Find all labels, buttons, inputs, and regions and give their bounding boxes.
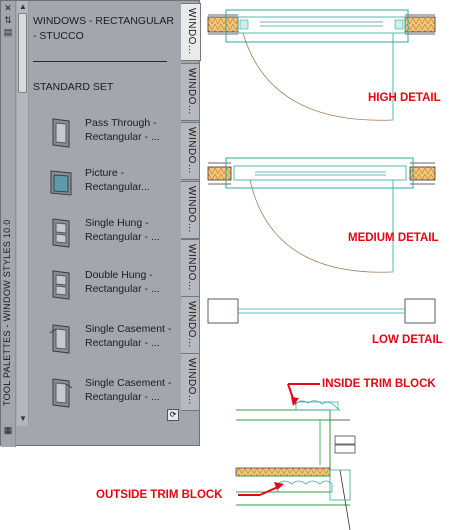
palette-title: WINDOWS - RECTANGULAR - STUCCO	[33, 15, 174, 42]
refresh-icon[interactable]: ⟳	[167, 409, 179, 421]
tool-single-casement[interactable]: Single Casement - Rectangular - ...	[43, 373, 178, 417]
tab-windows[interactable]: WINDO...	[181, 63, 200, 121]
high-detail-plan	[207, 9, 436, 121]
scroll-thumb[interactable]	[18, 13, 27, 93]
tab-windows[interactable]: WINDO...	[181, 181, 200, 239]
trim-block-section	[235, 400, 356, 530]
outside-trim-block-label: OUTSIDE TRIM BLOCK	[96, 489, 223, 501]
tool-label: Single Casement - Rectangular - ...	[85, 377, 172, 403]
tool-label: Single Casement - Rectangular - ...	[85, 323, 172, 349]
palette-content: WINDOWS - RECTANGULAR - STUCCO STANDARD …	[29, 1, 181, 426]
scroll-up-icon[interactable]: ▲	[19, 2, 27, 11]
palette-scrollbar[interactable]: ▲ ▼	[17, 1, 29, 426]
medium-detail-plan	[207, 157, 436, 273]
single-hung-window-icon	[52, 218, 70, 248]
tab-label: WINDO...	[186, 8, 197, 55]
palette-bottom-bar: ⟳	[17, 409, 201, 447]
picture-window-icon	[50, 170, 72, 196]
low-detail-label: LOW DETAIL	[372, 334, 443, 346]
tool-pass-through[interactable]: Pass Through - Rectangular - ...	[43, 113, 178, 157]
tool-single-casement[interactable]: Single Casement - Rectangular - ...	[43, 319, 178, 363]
single-casement-window-icon	[52, 378, 73, 408]
tool-palette: ✕ ⇅ ▤ TOOL PALETTES - WINDOW STYLES 10.0…	[0, 0, 201, 447]
properties-icon[interactable]: ▤	[3, 26, 13, 37]
tool-double-hung[interactable]: Double Hung - Rectangular - ...	[43, 265, 178, 309]
tab-label: WINDO...	[186, 68, 197, 115]
tab-windows[interactable]: WINDO...	[181, 239, 200, 297]
tab-windows-rectangular-stucco[interactable]: WINDO...	[181, 3, 201, 61]
high-detail-label: HIGH DETAIL	[368, 92, 441, 104]
callout-leaders	[238, 383, 320, 496]
single-casement-window-icon	[49, 324, 70, 354]
tab-label: WINDO...	[186, 244, 197, 291]
scroll-down-icon[interactable]: ▼	[19, 414, 27, 423]
tool-single-hung[interactable]: Single Hung - Rectangular - ...	[43, 213, 178, 257]
palette-vertical-title: TOOL PALETTES - WINDOW STYLES 10.0	[2, 219, 12, 406]
tool-picture[interactable]: Picture - Rectangular...	[43, 163, 178, 207]
divider	[33, 61, 167, 62]
tab-label: WINDO...	[186, 127, 197, 174]
section-header: STANDARD SET	[33, 81, 114, 93]
menu-icon[interactable]: ▦	[3, 424, 13, 435]
tool-label: Pass Through - Rectangular - ...	[85, 117, 160, 143]
tab-windows[interactable]: WINDO...	[181, 353, 200, 411]
low-detail-plan	[207, 298, 436, 324]
detail-drawings	[207, 9, 436, 530]
palette-title-strip[interactable]: ✕ ⇅ ▤ TOOL PALETTES - WINDOW STYLES 10.0…	[1, 1, 16, 447]
tab-label: WINDO...	[186, 358, 197, 405]
medium-detail-label: MEDIUM DETAIL	[348, 232, 439, 244]
tab-label: WINDO...	[186, 186, 197, 233]
tool-label: Single Hung - Rectangular - ...	[85, 217, 160, 243]
tab-label: WINDO...	[186, 301, 197, 348]
palette-tabs: WINDO... WINDO... WINDO... WINDO... WIND…	[181, 1, 201, 426]
autohide-icon[interactable]: ⇅	[4, 14, 12, 25]
tab-windows[interactable]: WINDO...	[181, 296, 200, 354]
inside-trim-block-label: INSIDE TRIM BLOCK	[322, 378, 436, 390]
close-icon[interactable]: ✕	[4, 2, 12, 13]
double-hung-window-icon	[52, 270, 70, 300]
tool-label: Picture - Rectangular...	[85, 167, 150, 193]
pass-through-window-icon	[52, 118, 70, 148]
tab-windows[interactable]: WINDO...	[181, 122, 200, 180]
tool-label: Double Hung - Rectangular - ...	[85, 269, 160, 295]
